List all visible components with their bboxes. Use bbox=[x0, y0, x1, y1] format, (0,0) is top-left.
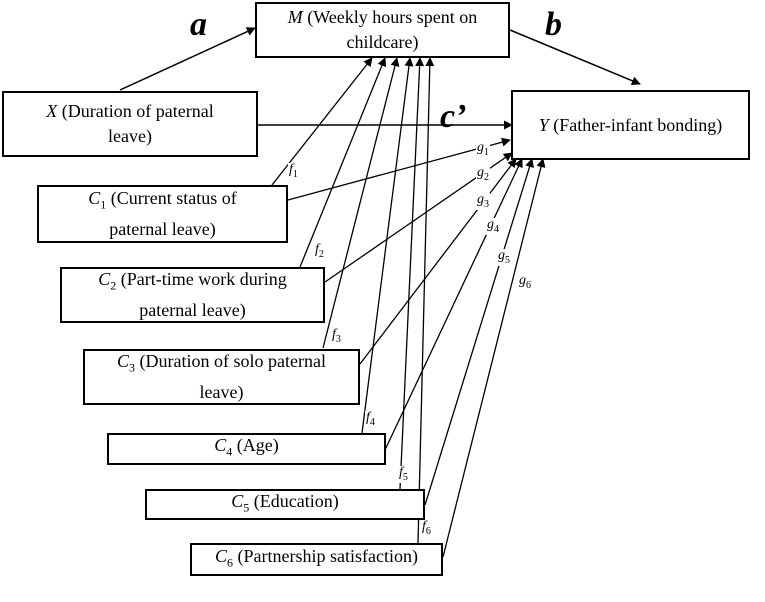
arrow-f5 bbox=[399, 57, 425, 490]
node-x-line2: leave) bbox=[108, 126, 152, 146]
node-c4: C4 (Age) bbox=[107, 433, 386, 465]
f-label-4: f4 bbox=[365, 410, 376, 428]
node-c6-sub: 6 bbox=[227, 555, 234, 570]
arrow-g1 bbox=[287, 137, 511, 201]
g-label-1: g1 bbox=[476, 140, 490, 158]
arrow-b bbox=[509, 29, 641, 86]
node-x-var: X bbox=[46, 101, 58, 121]
g-label-6: g6 bbox=[518, 273, 532, 291]
node-m-var: M bbox=[287, 7, 303, 27]
g-label-5: g5 bbox=[497, 248, 511, 266]
node-c4-var: C bbox=[214, 435, 227, 456]
node-c3-line1: (Duration of solo paternal bbox=[135, 350, 326, 371]
node-x: X (Duration of paternal leave) bbox=[2, 91, 258, 157]
node-c3-var: C bbox=[117, 350, 130, 371]
node-c5-sub: 5 bbox=[243, 500, 250, 515]
arrow-f4 bbox=[361, 57, 414, 434]
g-label-2: g2 bbox=[476, 165, 490, 183]
node-x-line1: (Duration of paternal bbox=[57, 101, 214, 121]
arrow-g6 bbox=[442, 158, 546, 558]
arrow-g5 bbox=[424, 158, 534, 506]
node-c4-line1: (Age) bbox=[232, 435, 279, 456]
f-label-2: f2 bbox=[314, 242, 325, 260]
node-m: M (Weekly hours spent on childcare) bbox=[255, 2, 510, 58]
f-label-6: f6 bbox=[421, 519, 432, 537]
node-c2-line2: paternal leave) bbox=[139, 300, 246, 321]
node-c1-line2: paternal leave) bbox=[109, 219, 216, 240]
node-c1-var: C bbox=[88, 187, 101, 208]
node-c1: C1 (Current status of paternal leave) bbox=[37, 185, 288, 243]
node-c6-var: C bbox=[215, 545, 228, 566]
node-c1-sub: 1 bbox=[100, 197, 107, 212]
path-label-a: a bbox=[190, 6, 207, 43]
arrow-f1 bbox=[271, 57, 373, 186]
g-label-3: g3 bbox=[476, 192, 490, 210]
node-c5-var: C bbox=[231, 490, 244, 511]
node-c3: C3 (Duration of solo paternal leave) bbox=[83, 349, 360, 405]
f-label-1: f1 bbox=[288, 162, 299, 180]
node-c2-sub: 2 bbox=[110, 278, 117, 293]
node-c1-line1: (Current status of bbox=[106, 187, 237, 208]
node-m-line1: (Weekly hours spent on bbox=[302, 7, 478, 27]
arrow-f3 bbox=[322, 57, 400, 349]
node-c6-line1: (Partnership satisfaction) bbox=[233, 545, 418, 566]
node-c5: C5 (Education) bbox=[145, 489, 425, 520]
node-c2-line1: (Part-time work during bbox=[116, 268, 287, 289]
node-y-var: Y bbox=[538, 114, 549, 135]
node-c3-sub: 3 bbox=[129, 360, 136, 375]
arrow-a bbox=[119, 27, 256, 91]
path-label-c-prime: c’ bbox=[440, 98, 467, 135]
node-c2-var: C bbox=[98, 268, 111, 289]
arrow-f2 bbox=[299, 57, 387, 268]
f-label-5: f5 bbox=[398, 465, 409, 483]
node-c5-line1: (Education) bbox=[249, 490, 339, 511]
node-c3-line2: leave) bbox=[199, 382, 244, 403]
node-c6: C6 (Partnership satisfaction) bbox=[190, 543, 443, 576]
arrow-g3 bbox=[359, 158, 517, 365]
arrow-f6 bbox=[417, 57, 435, 544]
f-label-3: f3 bbox=[331, 327, 342, 345]
g-label-4: g4 bbox=[486, 217, 500, 235]
node-y-line1: (Father-infant bonding) bbox=[548, 114, 723, 135]
path-label-b: b bbox=[545, 6, 562, 43]
node-c2: C2 (Part-time work during paternal leave) bbox=[60, 267, 325, 323]
node-m-line2: childcare) bbox=[346, 32, 419, 52]
node-c4-sub: 4 bbox=[226, 444, 233, 459]
arrow-g4 bbox=[384, 158, 523, 451]
node-y: Y (Father-infant bonding) bbox=[511, 90, 750, 160]
